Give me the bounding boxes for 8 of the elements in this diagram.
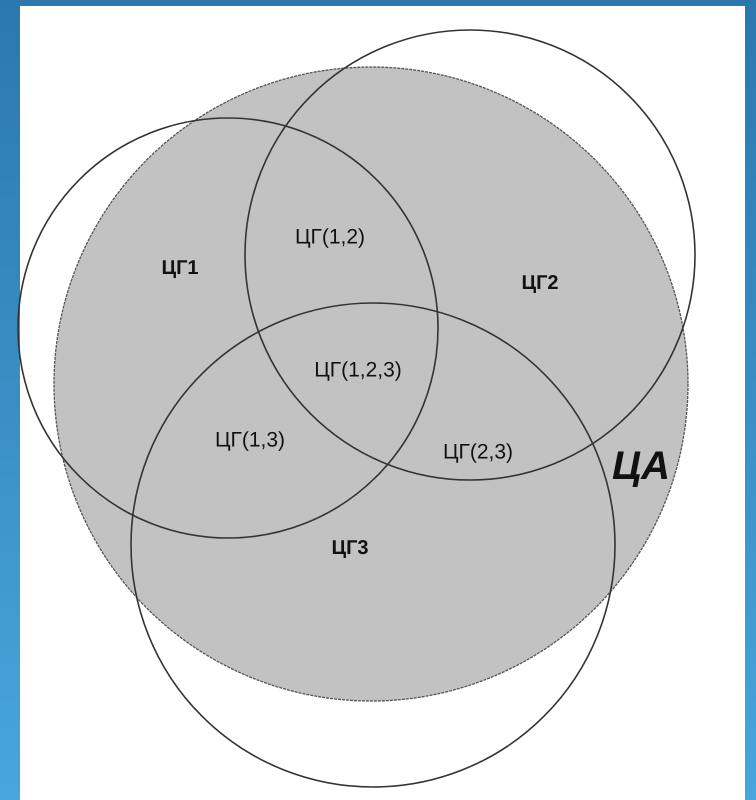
region-label: ЦГ(2,3) — [442, 442, 514, 462]
set-label: ЦА — [612, 446, 670, 486]
region-label: ЦГ(1,2,3) — [314, 360, 402, 380]
set-label: ЦГ1 — [161, 258, 199, 278]
region-label: ЦГ(1,3) — [214, 430, 286, 450]
set-label: ЦГ2 — [521, 273, 559, 293]
set-label: ЦГ3 — [331, 538, 369, 558]
region-label: ЦГ(1,2) — [294, 226, 366, 248]
